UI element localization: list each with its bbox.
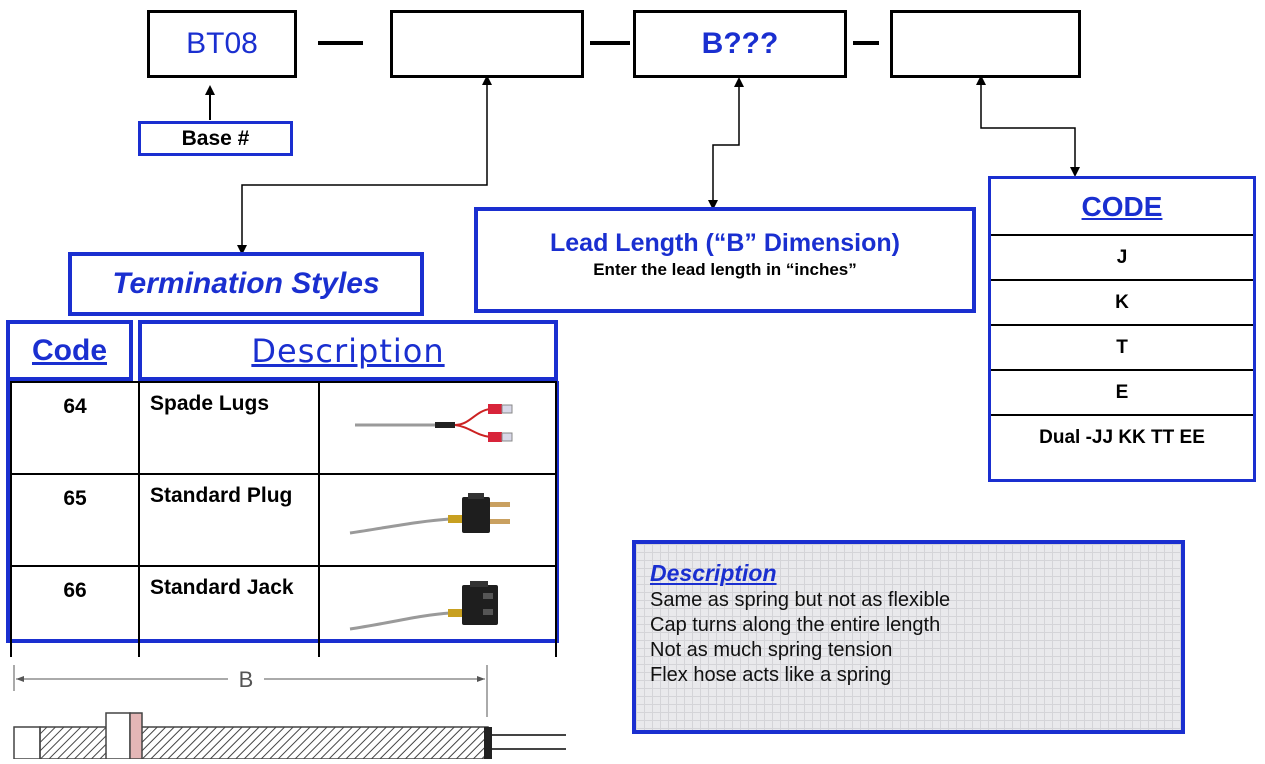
termination-styles-title: Termination Styles (112, 267, 380, 300)
description-header-box: Description (138, 320, 558, 381)
part-number-dash-1 (318, 41, 363, 45)
termination-table-frame: 64 Spade Lugs 65 Standard Plug (6, 381, 559, 659)
code-table-header: CODE (991, 179, 1253, 234)
table-row: 64 Spade Lugs (10, 381, 557, 475)
code-table: J K T E Dual -JJ KK TT EE (991, 234, 1253, 459)
termination-code: 65 (10, 473, 140, 567)
standard-jack-photo (318, 565, 557, 659)
termination-description: Standard Plug (138, 473, 320, 567)
dimension-label: B (239, 667, 254, 692)
code-option: J (991, 234, 1253, 280)
description-header: Description (251, 331, 445, 370)
code-table-title: CODE (1081, 190, 1163, 222)
termination-table: 64 Spade Lugs 65 Standard Plug (10, 381, 557, 659)
code-header: Code (32, 333, 107, 367)
description-title: Description (650, 560, 777, 586)
description-line: Same as spring but not as flexible (650, 589, 951, 611)
part-number-code-box (890, 10, 1081, 78)
lead-length-subtitle: Enter the lead length in “inches” (593, 260, 857, 279)
standard-plug-image (349, 493, 510, 535)
description-line: Cap turns along the entire length (650, 614, 941, 636)
code-option: T (991, 324, 1253, 370)
termination-styles-title-box: Termination Styles (68, 252, 424, 316)
dimension-drawing: B (6, 657, 580, 760)
standard-jack-image (349, 581, 498, 631)
description-line: Not as much spring tension (650, 639, 893, 661)
table-row: E (991, 369, 1253, 415)
part-number-dash-2 (590, 41, 630, 45)
spade-lugs-photo (318, 381, 557, 475)
termination-description: Standard Jack (138, 565, 320, 659)
code-option: Dual -JJ KK TT EE (991, 414, 1253, 459)
table-row: K (991, 279, 1253, 325)
lead-length-title: Lead Length (“B” Dimension) (550, 229, 900, 257)
code-option: K (991, 279, 1253, 325)
base-label: Base # (181, 126, 250, 150)
table-row: Dual -JJ KK TT EE (991, 414, 1253, 459)
base-label-box: Base # (138, 121, 293, 156)
part-number-length-box: B??? (633, 10, 847, 78)
termination-code: 64 (10, 381, 140, 475)
termination-description: Spade Lugs (138, 381, 320, 475)
part-number-length-text: B??? (701, 27, 779, 60)
standard-plug-photo (318, 473, 557, 567)
part-number-base-text: BT08 (186, 27, 258, 60)
part-number-termination-box (390, 10, 584, 78)
table-row: 65 Standard Plug (10, 473, 557, 567)
lead-length-box: Lead Length (“B” Dimension) Enter the le… (474, 207, 976, 313)
part-number-dash-3 (853, 41, 879, 45)
table-row: 66 Standard Jack (10, 565, 557, 659)
table-row: J (991, 234, 1253, 280)
description-line: Flex hose acts like a spring (650, 664, 892, 686)
termination-code: 66 (10, 565, 140, 659)
table-row: T (991, 324, 1253, 370)
probe-dimension-drawing: B (13, 665, 566, 760)
spade-lugs-image (355, 404, 513, 442)
code-option: E (991, 369, 1253, 415)
code-table-box: CODE J K T E Dual -JJ KK TT EE (988, 176, 1256, 482)
code-header-box: Code (6, 320, 133, 381)
part-number-base-box: BT08 (147, 10, 297, 78)
description-box: Description Same as spring but not as fl… (632, 540, 1185, 734)
